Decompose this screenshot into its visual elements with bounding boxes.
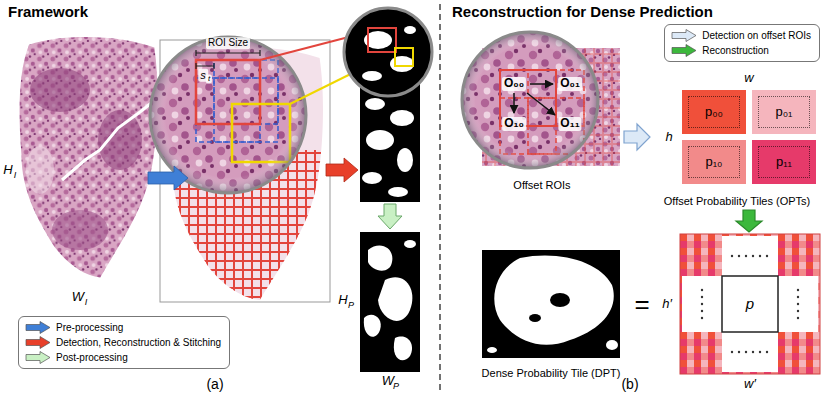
image-panel: Dense Probability Tile (DPT)	[470, 246, 632, 380]
subscript: P	[348, 300, 354, 310]
legend-arrow	[671, 44, 697, 57]
subscript: I	[14, 170, 17, 180]
width-symbol: w′	[744, 377, 756, 392]
offset-label: O₁₁	[558, 117, 581, 131]
width-symbol: W	[72, 290, 84, 305]
offset-label: O₀₁	[558, 77, 582, 91]
tile-group: Offset Probability Tiles (OPTs) p₀₀ p₀₁ p₁₀…	[652, 86, 822, 208]
legend-arrow	[25, 351, 51, 364]
caption-text: Dense Probability Tile (DPT)	[482, 367, 621, 380]
legend-swatch	[26, 322, 50, 334]
panel-title: Framework	[8, 3, 88, 20]
probability-tile: p₀₁	[750, 88, 818, 136]
panel-caption: (b)	[621, 376, 638, 392]
legend-box: Pre-processingDetection, Reconstruction …	[18, 316, 230, 369]
equals-sign: =	[634, 290, 649, 320]
legend-swatch	[26, 352, 50, 364]
node-text: p₁₁	[776, 155, 792, 170]
height-symbol: H	[3, 163, 12, 178]
legend-text: Post-processing	[56, 352, 128, 363]
panel-title: Reconstruction for Dense Prediction	[452, 3, 713, 20]
image-panel: Offset ROIs	[462, 30, 622, 192]
offset-label: O₁₀	[502, 117, 526, 131]
width-symbol: W	[382, 374, 394, 389]
subscript: t	[206, 74, 212, 83]
height-symbol: H	[338, 293, 347, 308]
flow-arrow	[736, 210, 762, 232]
subscript: P	[393, 381, 399, 391]
legend-text: Pre-processing	[56, 322, 123, 333]
legend-row: Pre-processing	[25, 320, 221, 335]
legend-swatch	[26, 337, 50, 349]
legend-text: Detection, Reconstruction & Stitching	[56, 337, 221, 348]
dimension-label: ROI Size	[206, 37, 250, 49]
offset-label: O₀₀	[502, 77, 526, 91]
subscript: I	[85, 297, 88, 307]
width-symbol: w	[744, 71, 753, 86]
legend-row: Reconstruction	[671, 43, 811, 58]
flow-arrow	[624, 124, 650, 150]
legend-text: Reconstruction	[702, 45, 769, 56]
legend-row: Post-processing	[25, 350, 221, 365]
height-symbol: h	[665, 130, 672, 145]
legend-arrow	[25, 336, 51, 349]
legend-arrow	[671, 29, 697, 42]
probability-tile: p₁₀	[680, 138, 748, 186]
node-text: p₁₀	[705, 155, 722, 170]
legend-swatch	[672, 30, 696, 42]
legend-arrow	[25, 321, 51, 334]
reconstruction-grid: p	[680, 234, 820, 374]
legend-row: Detection on offset ROIs	[671, 28, 811, 43]
probability-tile: p₁₁	[750, 138, 818, 186]
legend-row: Detection, Reconstruction & Stitching	[25, 335, 221, 350]
legend-swatch	[672, 45, 696, 57]
panel-caption: (a)	[206, 376, 223, 392]
node-text: p	[746, 295, 754, 312]
legend-text: Detection on offset ROIs	[702, 30, 811, 41]
probability-tile: p₀₀	[680, 88, 748, 136]
legend-box: Detection on offset ROIsReconstruction	[664, 24, 820, 62]
caption-text: Offset Probability Tiles (OPTs)	[664, 195, 811, 208]
height-symbol: h′	[662, 297, 672, 312]
node-text: p₀₀	[705, 105, 723, 120]
caption-text: Offset ROIs	[513, 179, 570, 192]
node-text: p₀₁	[775, 105, 792, 120]
